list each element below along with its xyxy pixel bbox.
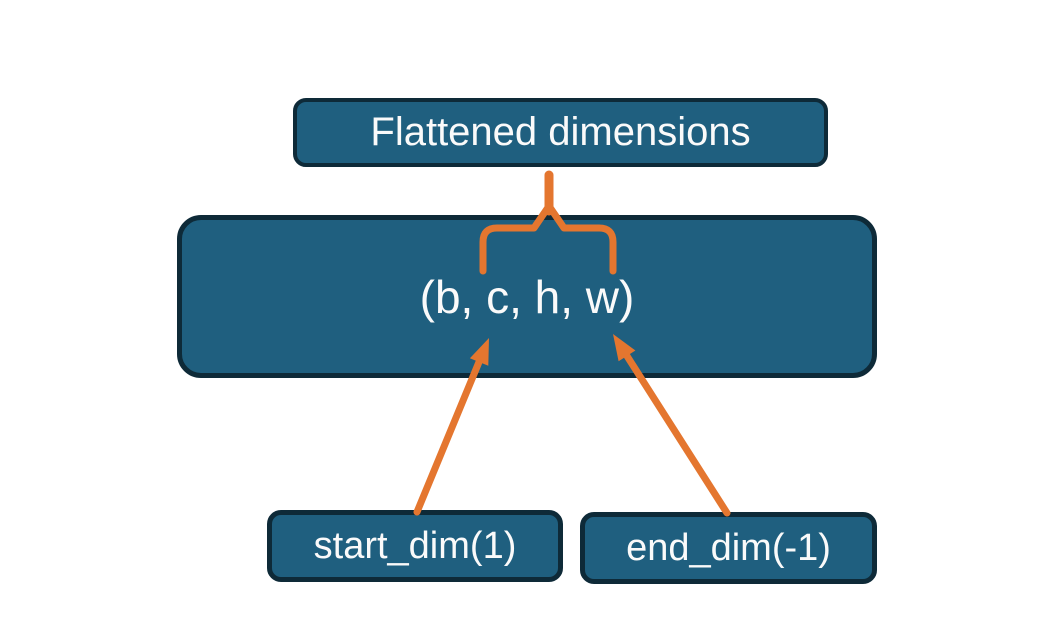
flattened-dimensions-box: Flattened dimensions xyxy=(293,98,828,167)
flattened-dimensions-label: Flattened dimensions xyxy=(370,110,751,154)
tensor-shape-label: (b, c, h, w) xyxy=(419,270,635,323)
start-dim-label: start_dim(1) xyxy=(313,524,517,567)
tensor-shape-box: (b, c, h, w) xyxy=(177,215,877,378)
end-dim-label: end_dim(-1) xyxy=(626,526,831,569)
end-dim-box: end_dim(-1) xyxy=(580,512,877,584)
start-dim-box: start_dim(1) xyxy=(267,510,563,582)
